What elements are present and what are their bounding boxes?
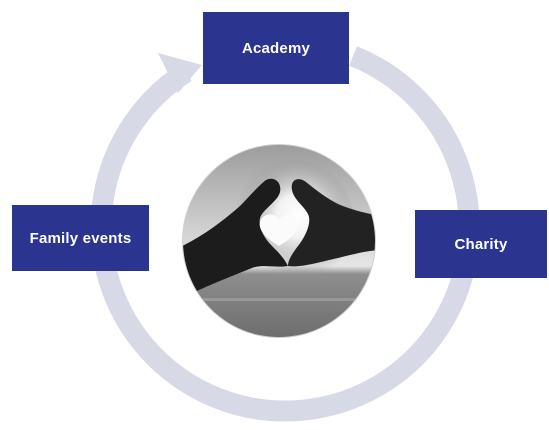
charity-node: Charity xyxy=(415,210,547,278)
family-events-node: Family events xyxy=(12,205,149,271)
charity-label: Charity xyxy=(454,235,508,253)
academy-label: Academy xyxy=(241,39,311,57)
heart-hands-photo-icon xyxy=(182,144,376,338)
academy-node: Academy xyxy=(203,12,349,84)
cycle-arrow xyxy=(90,46,480,422)
family-events-label: Family events xyxy=(29,229,132,247)
